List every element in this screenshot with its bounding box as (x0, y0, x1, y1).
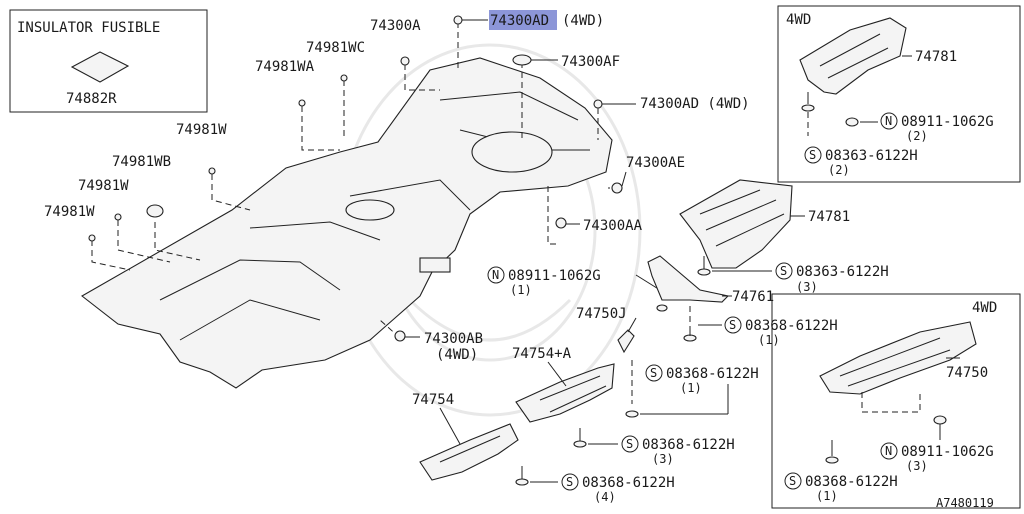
label-08911-mid-qty: (1) (510, 283, 532, 297)
inset-bottom-tag: 4WD (972, 300, 997, 316)
inset-top-nut-qty: (2) (906, 129, 928, 143)
plug-74981W-a (208, 167, 216, 175)
inset-bottom-nut-qty: (3) (906, 459, 928, 473)
label-74300AA[interactable]: 74300AA (583, 218, 643, 234)
label-74761[interactable]: 74761 (732, 289, 774, 305)
svg-text:N: N (492, 268, 499, 282)
label-74300AD-top[interactable]: 74300AD (490, 13, 549, 29)
inset-bottom-bolt[interactable]: 08368-6122H (805, 474, 898, 490)
label-74981W-2[interactable]: 74981W (78, 178, 129, 194)
insulator-title: INSULATOR FUSIBLE (17, 20, 160, 36)
label-08363-mid-qty: (3) (796, 280, 818, 294)
label-74781-mid[interactable]: 74781 (808, 209, 850, 225)
inset-top-tag: 4WD (786, 12, 811, 28)
label-74300AB-note: (4WD) (436, 347, 478, 363)
grommet-74300AD-mid (593, 99, 603, 109)
inset-top-nut[interactable]: 08911-1062G (901, 114, 994, 130)
inset-4wd-bottom: 4WD 74750 N 08911-1062G (3) S 08368-6122… (771, 293, 1021, 509)
inset-top-bolt[interactable]: 08363-6122H (825, 148, 918, 164)
label-08363-mid[interactable]: 08363-6122H (796, 264, 889, 280)
label-08368-d[interactable]: 08368-6122H (582, 475, 675, 491)
label-74300A[interactable]: 74300A (370, 18, 421, 34)
clip-74300AE (611, 182, 623, 194)
plug-74981W-c (88, 234, 96, 242)
label-74750J[interactable]: 74750J (576, 306, 627, 322)
grommet-74300AD-top (453, 15, 463, 25)
label-08368-a-qty: (1) (758, 333, 780, 347)
grommet-74300AA (555, 217, 567, 229)
floor-panel (81, 57, 613, 389)
label-08368-b-qty: (1) (680, 381, 702, 395)
insulator-part-number: 74882R (66, 91, 117, 107)
label-74981W-1[interactable]: 74981W (176, 122, 227, 138)
grommets (88, 15, 623, 342)
inset-top-part[interactable]: 74781 (915, 49, 957, 65)
heat-shield-74781 (679, 179, 793, 269)
heat-shield-74754 (419, 423, 519, 481)
screw-symbol (775, 262, 793, 280)
label-08368-a[interactable]: 08368-6122H (745, 318, 838, 334)
bolt-08363 (697, 256, 711, 276)
label-74981WC[interactable]: 74981WC (306, 40, 365, 56)
label-74981WA[interactable]: 74981WA (255, 59, 315, 75)
svg-text:N: N (885, 114, 892, 128)
clip-74750J (617, 329, 635, 354)
grommet-74300AB (394, 330, 406, 342)
label-74300AB[interactable]: 74300AB (424, 331, 483, 347)
bolt-08368-d (515, 466, 529, 486)
label-08368-c[interactable]: 08368-6122H (642, 437, 735, 453)
inset-bottom-nut[interactable]: 08911-1062G (901, 444, 994, 460)
svg-text:S: S (729, 318, 736, 332)
heat-shield-74754A (515, 363, 615, 423)
plug-74981WC (340, 74, 348, 82)
bolt-08368-c (573, 428, 587, 448)
bolt-08368-a (683, 306, 697, 342)
inset-bottom-bolt-qty: (1) (816, 489, 838, 503)
plug-74981W-b (114, 213, 122, 221)
label-74981WB[interactable]: 74981WB (112, 154, 171, 170)
label-74981W-3[interactable]: 74981W (44, 204, 95, 220)
svg-text:S: S (780, 264, 787, 278)
grommet-74300A (400, 56, 410, 66)
inset-4wd-top: 4WD 74781 N 08911-1062G (2) S 08363-6122… (777, 5, 1021, 183)
bolt-08368-b (625, 360, 639, 418)
plug-74981WA (298, 99, 306, 107)
inset-bottom-part[interactable]: 74750 (946, 365, 988, 381)
svg-text:N: N (885, 444, 892, 458)
label-74300AE[interactable]: 74300AE (626, 155, 685, 171)
label-74300AD-mid[interactable]: 74300AD (4WD) (640, 96, 750, 112)
label-08368-b[interactable]: 08368-6122H (666, 366, 759, 382)
svg-text:S: S (566, 475, 573, 489)
plug-74981WB (146, 204, 164, 218)
label-74754[interactable]: 74754 (412, 392, 454, 408)
label-74754A[interactable]: 74754+A (512, 346, 572, 362)
insulator-fusible-box: INSULATOR FUSIBLE 74882R (9, 9, 208, 113)
label-74300AD-top-note: (4WD) (562, 13, 604, 29)
nut-symbol (487, 266, 505, 284)
figure-code: A7480119 (936, 496, 994, 510)
svg-text:S: S (809, 148, 816, 162)
label-74300AF[interactable]: 74300AF (561, 54, 620, 70)
label-08911-mid[interactable]: 08911-1062G (508, 268, 601, 284)
inset-top-bolt-qty: (2) (828, 163, 850, 177)
svg-text:S: S (789, 474, 796, 488)
insulator-pad (70, 51, 130, 83)
highlight-74300AD (489, 10, 557, 30)
svg-text:S: S (650, 366, 657, 380)
svg-text:S: S (626, 437, 633, 451)
grommet-74300AF (512, 54, 532, 66)
label-08368-c-qty: (3) (652, 452, 674, 466)
label-08368-d-qty: (4) (594, 490, 616, 504)
bracket-74761 (647, 255, 730, 312)
